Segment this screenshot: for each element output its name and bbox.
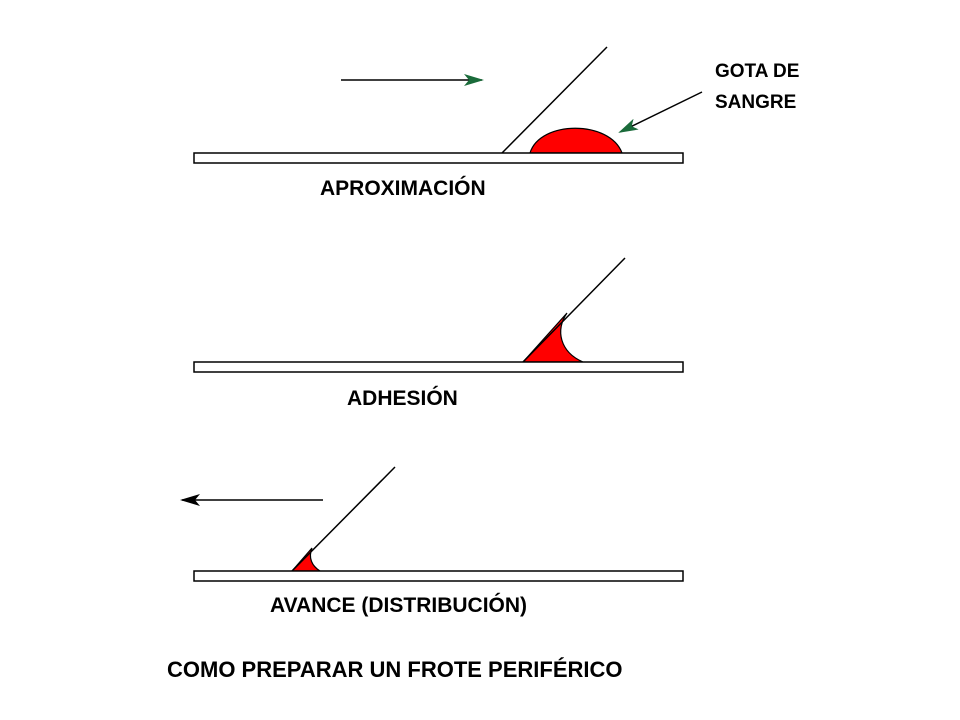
blood-wedge <box>521 312 584 363</box>
stage-label-avance: AVANCE (DISTRIBUCIÓN) <box>270 593 527 617</box>
glass-slide <box>193 570 684 582</box>
stage-avance: AVANCE (DISTRIBUCIÓN) <box>180 466 684 617</box>
stage-label-adhesion: ADHESIÓN <box>347 386 458 410</box>
spreader-slide <box>291 466 396 572</box>
stage-aproximacion: GOTA DE SANGRE APROXIMACIÓN <box>193 46 799 200</box>
blood-drop <box>529 127 623 154</box>
spreader-slide <box>522 257 626 363</box>
diagram-title: COMO PREPARAR UN FROTE PERIFÉRICO <box>167 657 623 682</box>
drop-label-line1: GOTA DE <box>715 61 799 82</box>
glass-slide <box>193 361 684 373</box>
pointer-arrow <box>618 91 703 133</box>
drop-label-line2: SANGRE <box>715 92 796 113</box>
spreader-slide <box>501 46 608 154</box>
glass-slide <box>193 152 684 164</box>
stage-adhesion: ADHESIÓN <box>193 257 684 410</box>
stage-label-aproximacion: APROXIMACIÓN <box>320 176 486 200</box>
